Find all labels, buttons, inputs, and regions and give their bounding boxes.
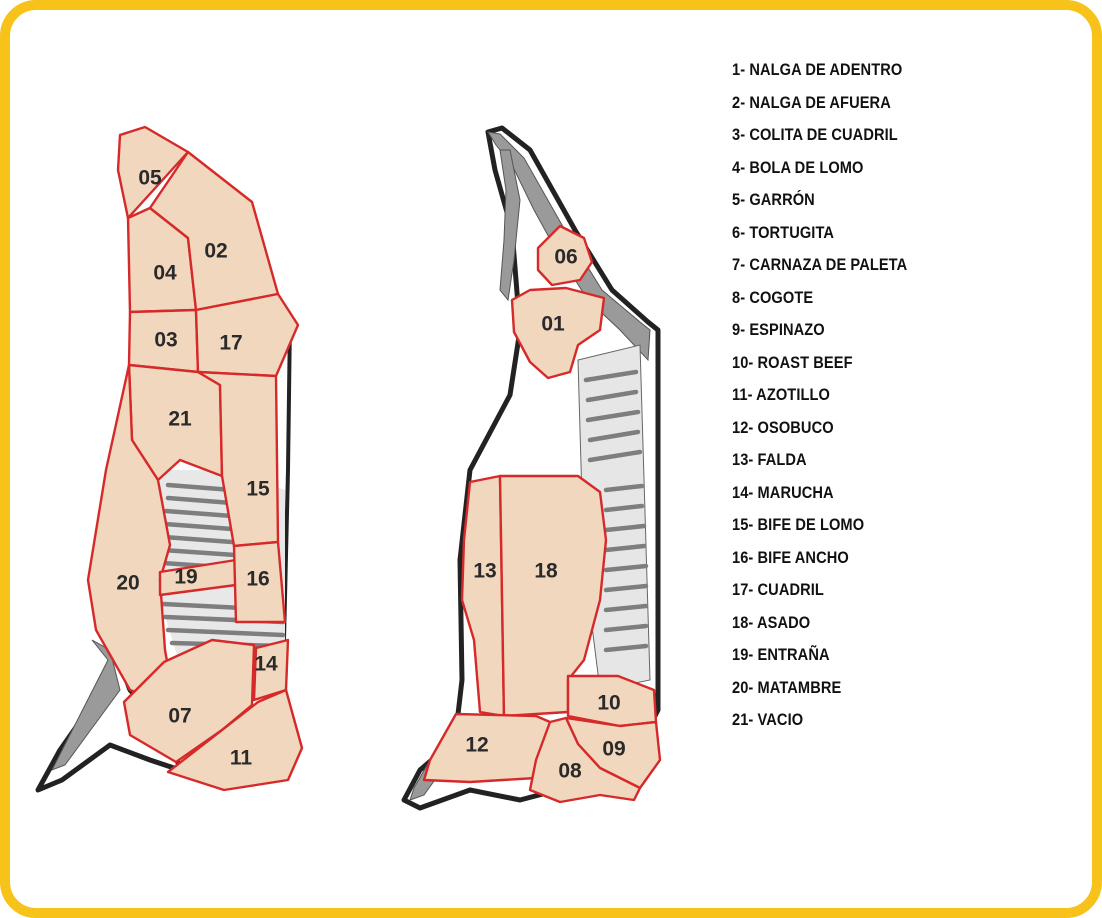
legend-item: 17- CUADRIL: [732, 579, 907, 612]
label-08: 08: [558, 760, 582, 783]
legend-item: 11- AZOTILLO: [732, 384, 907, 417]
label-21: 21: [168, 408, 192, 431]
label-14: 14: [254, 653, 278, 676]
cuts-legend: 1- NALGA DE ADENTRO 2- NALGA DE AFUERA 3…: [732, 59, 936, 742]
label-10: 10: [597, 692, 620, 715]
legend-item: 15- BIFE DE LOMO: [732, 514, 907, 547]
label-09: 09: [602, 738, 625, 761]
label-05: 05: [138, 167, 162, 190]
left-carcass: 05 02 04 03 17 21 15 20 19 16 14 07 11: [38, 127, 302, 790]
label-02: 02: [204, 240, 227, 263]
label-06: 06: [554, 246, 577, 269]
right-carcass: 06 01 13 18 10 12 09 08: [404, 128, 660, 808]
legend-item: 16- BIFE ANCHO: [732, 547, 907, 580]
label-16: 16: [246, 568, 269, 591]
legend-item: 3- COLITA DE CUADRIL: [732, 124, 907, 157]
label-13: 13: [473, 560, 496, 583]
label-12: 12: [465, 734, 488, 757]
label-03: 03: [154, 329, 177, 352]
legend-item: 19- ENTRAÑA: [732, 644, 907, 677]
legend-item: 21- VACIO: [732, 709, 907, 742]
legend-item: 2- NALGA DE AFUERA: [732, 92, 907, 125]
label-01: 01: [541, 313, 565, 336]
label-04: 04: [153, 262, 177, 285]
label-07: 07: [168, 705, 191, 728]
legend-item: 10- ROAST BEEF: [732, 352, 907, 385]
legend-item: 13- FALDA: [732, 449, 907, 482]
label-17: 17: [219, 332, 242, 355]
legend-item: 6- TORTUGITA: [732, 222, 907, 255]
legend-item: 14- MARUCHA: [732, 482, 907, 515]
legend-item: 9- ESPINAZO: [732, 319, 907, 352]
label-18: 18: [534, 560, 558, 583]
legend-item: 5- GARRÓN: [732, 189, 907, 222]
label-20: 20: [116, 572, 139, 595]
label-15: 15: [246, 478, 270, 501]
cut-17-cuadril: [196, 294, 298, 376]
legend-item: 12- OSOBUCO: [732, 417, 907, 450]
legend-item: 8- COGOTE: [732, 287, 907, 320]
legend-item: 18- ASADO: [732, 612, 907, 645]
label-11: 11: [230, 747, 253, 770]
legend-item: 1- NALGA DE ADENTRO: [732, 59, 907, 92]
legend-item: 4- BOLA DE LOMO: [732, 157, 907, 190]
label-19: 19: [174, 566, 197, 589]
legend-item: 7- CARNAZA DE PALETA: [732, 254, 907, 287]
legend-item: 20- MATAMBRE: [732, 677, 907, 710]
